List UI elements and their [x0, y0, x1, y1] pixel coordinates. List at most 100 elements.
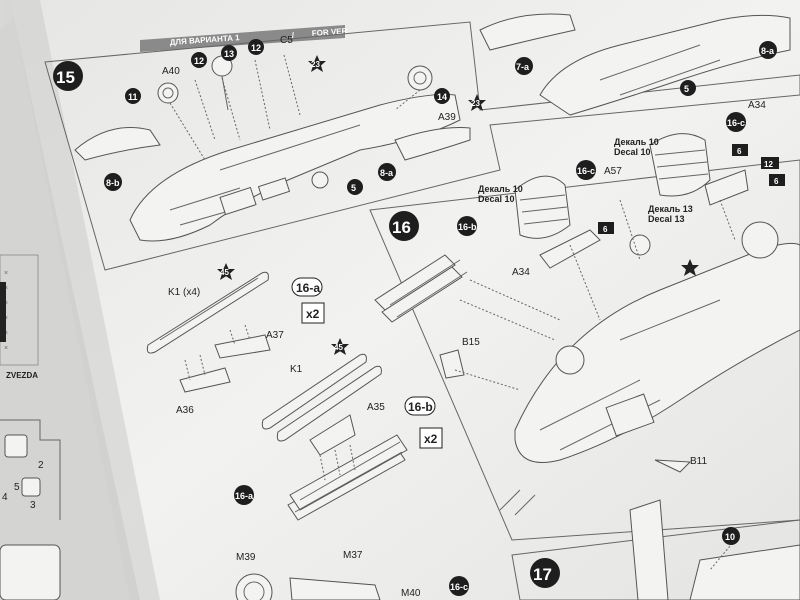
multiplier-16b: x2 [419, 427, 443, 449]
svg-text:17: 17 [533, 565, 552, 584]
part-m37 [289, 577, 381, 600]
label-k1x4: K1 (x4) [168, 287, 200, 298]
svg-text:6: 6 [603, 225, 608, 234]
left-part-3: 3 [30, 500, 36, 511]
svg-text:×: × [4, 285, 8, 292]
svg-text:16-c: 16-c [577, 166, 595, 176]
svg-text:8-a: 8-a [761, 46, 775, 56]
svg-text:16-c: 16-c [450, 582, 468, 592]
bottom-parts: M39 M37 M40 16-c [235, 550, 469, 600]
svg-text:12: 12 [251, 43, 261, 53]
header-banner: ДЛЯ ВАРИАНТА 1 / FOR VER [140, 25, 348, 52]
svg-text:Decal 13: Decal 13 [648, 214, 685, 224]
svg-text:12: 12 [194, 56, 204, 66]
svg-text:A39: A39 [438, 112, 456, 123]
svg-text:M37: M37 [343, 550, 363, 561]
brand-logo: ZVEZDA [6, 371, 38, 380]
svg-text:B15: B15 [462, 337, 480, 348]
rocket-pod-16c-right [649, 133, 711, 197]
step17-number: 17 [530, 558, 560, 588]
svg-text:45: 45 [220, 268, 229, 277]
svg-text:16-c: 16-c [727, 118, 745, 128]
svg-text:13: 13 [224, 49, 234, 59]
svg-text:M39: M39 [236, 552, 256, 563]
svg-text:A36: A36 [176, 405, 194, 416]
svg-text:A40: A40 [162, 66, 180, 77]
subassembly-16b: K1 45 A35 16-b x2 16-a [234, 338, 443, 521]
left-page-grid [0, 254, 39, 366]
step15-part-labels: 11 12 13 12 C5 A40 23 14 23 A39 8-b 5 8-… [104, 35, 486, 195]
left-part-4: 4 [2, 492, 8, 503]
left-part-5: 5 [14, 482, 20, 493]
wheel-part-14 [407, 65, 433, 91]
sprue-part [0, 544, 61, 600]
svg-text:B11: B11 [690, 456, 707, 467]
tube-bundle-16b [374, 254, 468, 323]
rocket-pod-16c [514, 175, 571, 239]
svg-text:5: 5 [351, 183, 356, 193]
multiplier-16a: x2 [301, 302, 325, 324]
subassembly-16a: K1 (x4) 45 16-a x2 A37 A36 [146, 263, 325, 416]
svg-text:16: 16 [392, 218, 411, 237]
svg-text:16-a: 16-a [235, 491, 254, 501]
svg-text:A34: A34 [512, 267, 530, 278]
svg-text:C5: C5 [280, 35, 293, 46]
svg-text:M40: M40 [401, 588, 421, 599]
leader-lines-step16 [454, 199, 736, 391]
fin-part [629, 499, 669, 600]
svg-text:A34: A34 [748, 100, 766, 111]
sprue-part [4, 434, 28, 458]
tag-16a: 16-a [291, 277, 323, 297]
step17-frame [511, 519, 800, 600]
svg-text:5: 5 [684, 84, 689, 94]
svg-text:12: 12 [764, 160, 773, 169]
banner-separator: / [292, 31, 296, 40]
part-a35 [309, 414, 356, 456]
svg-text:K1: K1 [290, 364, 303, 375]
right-wing [394, 127, 471, 161]
svg-text:16-b: 16-b [458, 222, 477, 232]
svg-text:Decal 10: Decal 10 [614, 147, 651, 157]
svg-text:6: 6 [774, 177, 779, 186]
step16-number: 16 [389, 211, 419, 241]
svg-text:7-a: 7-a [516, 62, 530, 72]
sprue-part [21, 477, 41, 497]
svg-text:10: 10 [725, 532, 735, 542]
svg-text:23: 23 [471, 99, 480, 108]
rocket-tube-k1 [146, 271, 269, 354]
svg-text:A37: A37 [266, 330, 284, 341]
helicopter-body-step15 [74, 93, 471, 242]
svg-text:Декаль 10: Декаль 10 [478, 184, 523, 194]
svg-text:A35: A35 [367, 402, 385, 413]
left-wing [74, 127, 161, 161]
step17-parts: 10 [629, 499, 800, 600]
svg-text:×: × [4, 315, 8, 322]
svg-text:×: × [4, 330, 8, 337]
left-page-sprue: 2 3 4 5 ××× ××× ZVEZDA [0, 254, 61, 600]
svg-text:14: 14 [437, 92, 447, 102]
svg-text:16-b: 16-b [408, 400, 433, 414]
svg-text:6: 6 [737, 147, 742, 156]
wheel-part-11 [157, 82, 179, 104]
svg-text:11: 11 [128, 92, 138, 102]
pylon-b11 [654, 459, 692, 473]
svg-text:A57: A57 [604, 166, 622, 177]
svg-text:45: 45 [334, 343, 343, 352]
svg-text:Decal 10: Decal 10 [478, 194, 515, 204]
svg-text:15: 15 [56, 68, 75, 87]
part-a36 [179, 367, 231, 393]
svg-text:×: × [4, 270, 8, 277]
pylon-a34 [539, 169, 749, 269]
svg-text:Декаль 10: Декаль 10 [614, 137, 659, 147]
svg-text:23: 23 [311, 60, 320, 69]
step15-frame [44, 21, 800, 271]
wheel-m39 [235, 573, 273, 600]
step15-number: 15 [53, 61, 83, 91]
step16-part-labels: 16-b 16-c Декаль 10 Decal 10 6 A34 B15 A… [457, 100, 785, 467]
left-part-2: 2 [38, 460, 44, 471]
svg-text:Декаль 13: Декаль 13 [648, 204, 693, 214]
step-top-right-assembly: 7-a 5 8-a [479, 13, 791, 116]
banner-variant-en: FOR VER [312, 27, 348, 38]
part-a37 [214, 334, 271, 359]
